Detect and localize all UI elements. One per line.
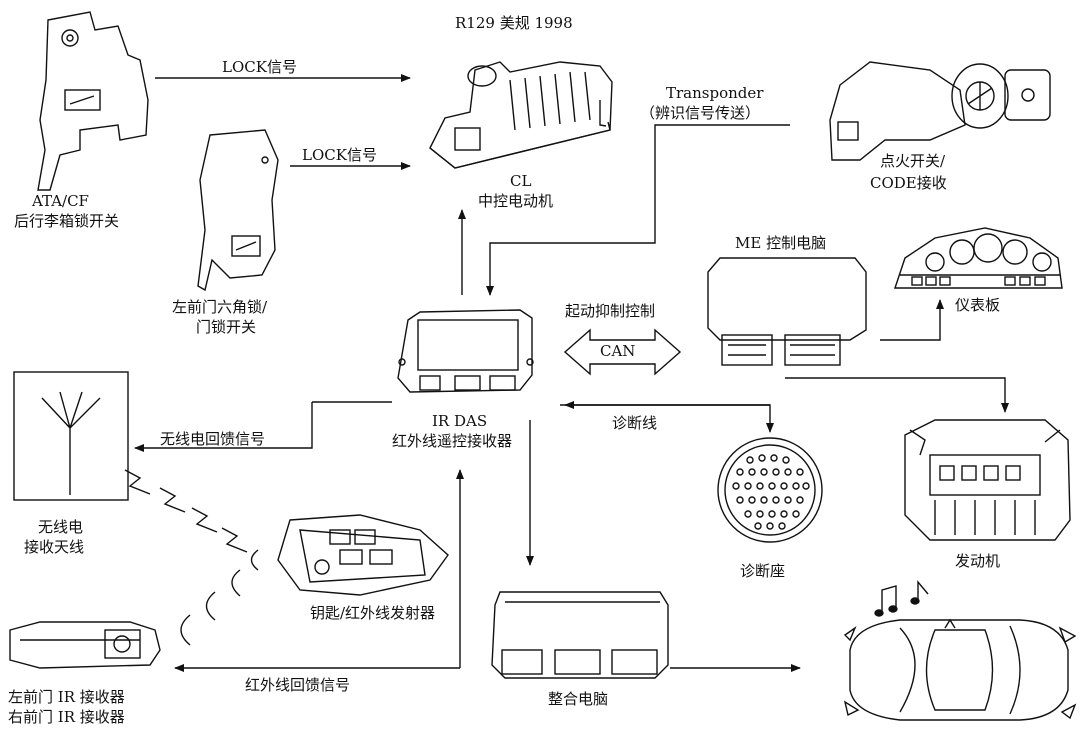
instrument-cluster [894, 227, 1063, 289]
radio-antenna [13, 371, 129, 501]
ir-das-label-2: 红外线遥控接收器 [392, 432, 513, 450]
diag-socket-label: 诊断座 [740, 562, 786, 580]
ignition-label-1: 点火开关/ [880, 152, 946, 170]
signal-waves [124, 469, 259, 646]
arrow-radio-feedback [134, 402, 313, 452]
engine-label: 发动机 [955, 552, 1001, 570]
diagnostic-socket [717, 437, 823, 543]
antenna-label-1: 无线电 [38, 518, 84, 536]
arrow-diag-line [560, 404, 774, 433]
me-ecu-label: ME 控制电脑 [735, 234, 827, 252]
ata-label-2: 后行李箱锁开关 [14, 212, 120, 230]
ignition-switch [829, 61, 1051, 161]
can-label: CAN [600, 342, 636, 360]
transponder-label: Transponder [666, 84, 764, 102]
door-lock-label-1: 左前门六角锁/ [172, 298, 268, 316]
key-transmitter-label: 钥匙/红外线发射器 [310, 604, 436, 622]
transponder-sub-label: （辨识信号传送） [640, 104, 761, 122]
integration-ecu-label: 整合电脑 [548, 690, 609, 708]
me-control-ecu [707, 257, 867, 366]
cl-sub-label: 中控电动机 [478, 192, 554, 210]
horn-sound-icon [874, 580, 929, 617]
door-hex-lock [197, 129, 279, 292]
ir-das-label-1: IR DAS [432, 412, 488, 430]
ir-feedback-label: 红外线回馈信号 [245, 676, 351, 694]
door-ir-receiver [9, 621, 161, 669]
ignition-label-2: CODE接收 [870, 174, 947, 192]
cl-label: CL [510, 172, 532, 190]
socket-pins [732, 454, 810, 530]
car-top-view [843, 618, 1077, 721]
dashboard-label: 仪表板 [955, 296, 1001, 314]
ir-das-receiver [397, 309, 534, 393]
arrow-me-to-engine [785, 377, 1009, 413]
lock-signal-label-2: LOCK信号 [302, 146, 377, 164]
key-ir-transmitter [277, 514, 449, 596]
radio-feedback-label: 无线电回馈信号 [160, 430, 266, 448]
engine [904, 419, 1071, 541]
start-inhibit-label: 起动抑制控制 [565, 302, 656, 320]
ir-receiver-left-label: 左前门 IR 接收器 [8, 688, 125, 706]
ir-receiver-right-label: 右前门 IR 接收器 [8, 708, 125, 726]
antenna-label-2: 接收天线 [24, 538, 85, 556]
lock-signal-label-1: LOCK信号 [222, 58, 297, 76]
arrow-transponder-to-irdas [486, 124, 790, 296]
connection-lines [134, 74, 1009, 672]
ata-label-1: ATA/CF [32, 192, 89, 210]
door-lock-label-2: 门锁开关 [196, 318, 257, 336]
arrow-me-to-dashboard [880, 299, 944, 341]
trunk-lock-switch [37, 11, 149, 191]
integration-ecu [491, 591, 669, 679]
can-bus-arrow [563, 328, 682, 376]
cl-central-lock-motor [429, 61, 613, 169]
diagram-title: R129 美规 1998 [455, 14, 573, 32]
diag-line-label: 诊断线 [612, 414, 658, 432]
